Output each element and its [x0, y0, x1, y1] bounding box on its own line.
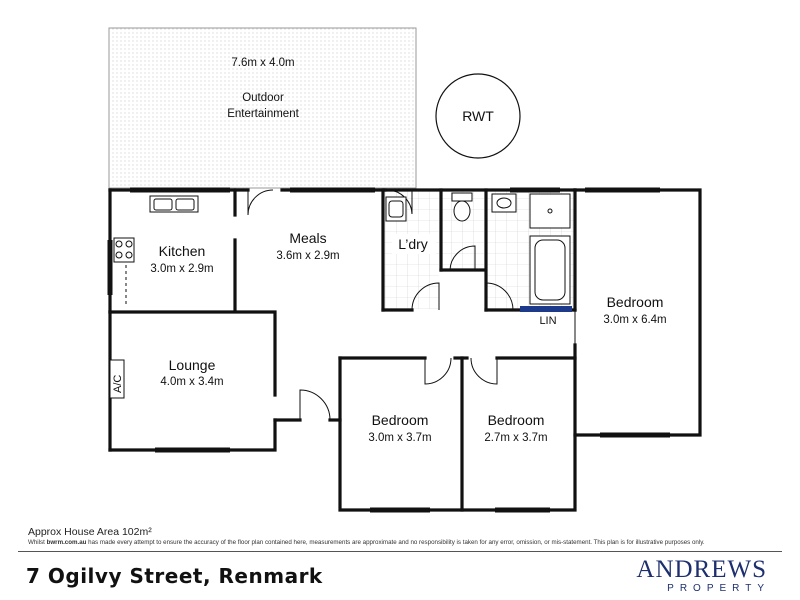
meals-door-swing: [247, 189, 274, 216]
property-address: 7 Ogilvy Street, Renmark: [26, 564, 323, 588]
entry-door-swing: [299, 389, 331, 421]
room-lounge: Lounge 4.0m x 3.4m: [160, 357, 223, 388]
outdoor-label-line1: Outdoor: [242, 92, 284, 104]
lounge-dimensions: 4.0m x 3.4m: [160, 376, 223, 388]
laundry-inner-door-swing: [411, 282, 440, 311]
linen-label: LIN: [539, 315, 556, 327]
room-bedroom-2: Bedroom 2.7m x 3.7m: [484, 412, 547, 444]
bedroom1-dimensions: 3.0m x 3.7m: [368, 432, 431, 444]
room-bedroom-1: Bedroom 3.0m x 3.7m: [368, 412, 431, 444]
outdoor-label-line2: Entertainment: [227, 108, 299, 120]
outdoor-entertainment-area: 7.6m x 4.0m Outdoor Entertainment: [108, 27, 417, 189]
room-bedroom-3: Bedroom 3.0m x 6.4m: [603, 294, 666, 326]
bedroom3-dimensions: 3.0m x 6.4m: [603, 314, 666, 326]
bedroom2-name: Bedroom: [488, 412, 545, 428]
kitchen-name: Kitchen: [159, 243, 206, 259]
bedroom1-door-swing: [424, 357, 452, 385]
windows: [107, 187, 670, 513]
bathroom-door-swing: [485, 282, 514, 311]
stove-icon: [113, 237, 135, 305]
linen-cupboard: [520, 306, 572, 312]
bedroom2-dimensions: 2.7m x 3.7m: [484, 432, 547, 444]
bedroom1-name: Bedroom: [372, 412, 429, 428]
disclaimer-site: bwrm.com.au: [46, 539, 87, 546]
laundry-tub-icon: [385, 196, 407, 222]
outdoor-dimensions: 7.6m x 4.0m: [231, 57, 294, 69]
kitchen-dimensions: 3.0m x 2.9m: [150, 263, 213, 275]
house-area-note: Approx House Area 102m²: [28, 526, 152, 538]
disclaimer: Whilst bwrm.com.au has made every attemp…: [28, 539, 788, 546]
lounge-name: Lounge: [169, 357, 216, 373]
footer-divider: [18, 551, 782, 552]
meals-name: Meals: [289, 230, 326, 246]
rainwater-tank: RWT: [435, 73, 521, 159]
room-meals: Meals 3.6m x 2.9m: [276, 230, 339, 262]
room-kitchen: Kitchen 3.0m x 2.9m: [150, 243, 213, 275]
kitchen-sink-icon: [149, 195, 199, 213]
floor-plan: 7.6m x 4.0m Outdoor Entertainment RWT: [107, 27, 702, 513]
bedroom3-name: Bedroom: [607, 294, 664, 310]
meals-dimensions: 3.6m x 2.9m: [276, 250, 339, 262]
ac-label: A/C: [112, 375, 124, 393]
disclaimer-prefix: Whilst: [28, 539, 47, 546]
laundry-name: L’dry: [398, 236, 428, 252]
air-conditioner: A/C: [109, 359, 125, 399]
agency-logo-subtitle: PROPERTY: [667, 583, 770, 594]
door-swings: [247, 189, 576, 421]
bath-icon: [529, 235, 571, 305]
rwt-label: RWT: [462, 108, 494, 124]
agency-logo-name: ANDREWS: [636, 556, 767, 583]
bedroom2-door-swing: [470, 357, 498, 385]
disclaimer-text: has made every attempt to ensure the acc…: [86, 539, 705, 546]
wc-door-swing: [449, 245, 476, 271]
toilet-icon: [451, 192, 473, 222]
room-laundry: L’dry: [392, 234, 436, 254]
basin-icon: [491, 193, 517, 213]
shower-icon: [529, 193, 571, 229]
